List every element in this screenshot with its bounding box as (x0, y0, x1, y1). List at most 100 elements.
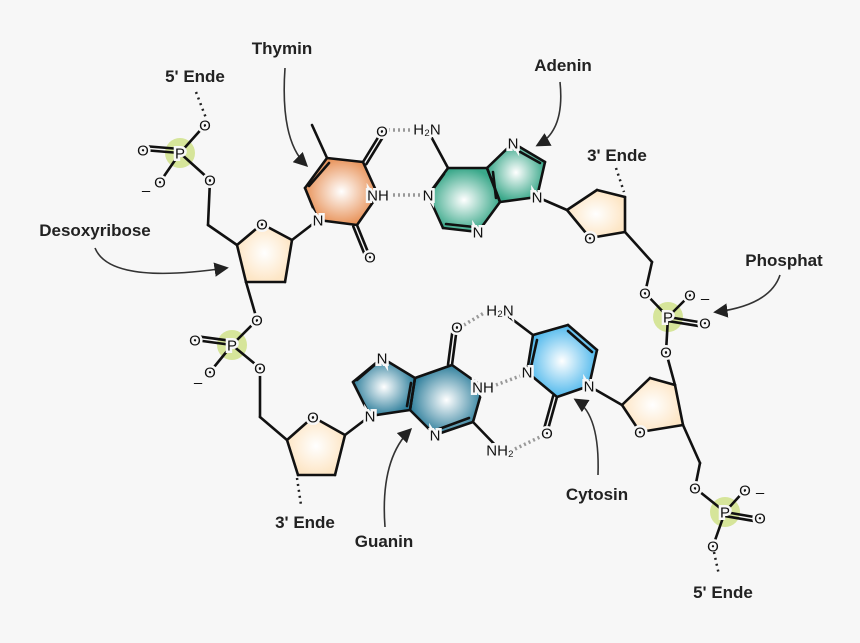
adenin-label: Adenin (534, 56, 592, 75)
atom-n-label: N (473, 225, 484, 242)
bond (525, 370, 559, 399)
atom-o-label: O (254, 361, 266, 378)
atom-n-label: N (522, 365, 533, 382)
desoxyribose-arrow (94, 247, 229, 277)
sugar-ring-3 (622, 378, 683, 432)
bond (498, 308, 535, 337)
bond (471, 420, 502, 452)
bond (178, 151, 212, 182)
atom-o-label: O (739, 483, 751, 500)
bond (311, 415, 347, 437)
atom-h2n-label: H₂N (413, 122, 441, 139)
desoxyribose-label: Desoxyribose (39, 221, 151, 240)
bond (673, 383, 685, 427)
sugar-ring-4 (287, 417, 345, 475)
bond (290, 218, 320, 242)
bond (355, 360, 380, 382)
atom-p-label: P (720, 505, 730, 522)
bond (664, 315, 670, 354)
atom-o-label: O (699, 316, 711, 333)
cytosine-ring (527, 325, 597, 397)
three-end-top-label: 3' Ende (587, 146, 647, 165)
bond (429, 172, 446, 194)
atom-nh-label: NH (472, 380, 494, 397)
bond (307, 161, 331, 188)
atom-minus-label: – (756, 485, 765, 502)
phosphat-label: Phosphat (745, 251, 823, 270)
adenine-ring-6 (428, 168, 500, 232)
thymin-label: Thymin (252, 39, 312, 58)
atom-o-label: O (204, 365, 216, 382)
bond (723, 514, 761, 524)
bond (235, 243, 248, 284)
five-end-top-label: 5' Ende (165, 67, 225, 86)
bond (343, 414, 372, 437)
bond (587, 384, 624, 407)
sugar-ring-1 (237, 224, 292, 282)
bond (693, 486, 727, 514)
bond (178, 123, 207, 155)
atom-n-label: N (532, 190, 543, 207)
atom-o-label: O (754, 511, 766, 528)
atom-o-label: O (639, 286, 651, 303)
atom-o-label: O (689, 481, 701, 498)
atom-o-label: O (376, 124, 388, 141)
bond (566, 329, 594, 354)
bond (408, 376, 417, 412)
five-end-bottom-label: 5' Ende (693, 583, 753, 602)
bond (711, 510, 727, 548)
atom-n-label: N (377, 351, 388, 368)
atom-n-label: N (584, 379, 595, 396)
bond (285, 415, 315, 442)
bond (511, 141, 547, 164)
atom-o-label: O (541, 426, 553, 443)
atom-minus-label: – (142, 183, 151, 200)
bond (441, 226, 480, 234)
thymin-arrow (283, 67, 309, 167)
bond (303, 156, 329, 190)
bond (361, 129, 384, 164)
bond (471, 385, 485, 424)
bond (666, 293, 692, 319)
atom-o-label: O (256, 217, 268, 234)
hydrogen-bond (463, 311, 485, 327)
bond (513, 147, 542, 165)
bond (260, 222, 294, 242)
bond (351, 380, 372, 418)
atom-o-label: O (364, 250, 376, 267)
bond (681, 423, 702, 465)
bond (235, 222, 264, 247)
cytosin-label: Cytosin (566, 485, 628, 504)
bond (333, 433, 347, 477)
bond (535, 160, 547, 199)
bond (208, 343, 234, 374)
bond (206, 223, 239, 247)
bond (555, 384, 591, 399)
atom-h2n-label: H₂N (486, 303, 514, 320)
bond (365, 131, 387, 166)
bond (258, 415, 289, 442)
bond (303, 186, 320, 222)
bond (325, 156, 365, 164)
bond (206, 178, 212, 227)
guanin-label: Guanin (355, 532, 414, 551)
bond (444, 222, 476, 229)
bond (620, 403, 642, 434)
atom-p-label: P (663, 310, 673, 327)
bond (446, 325, 455, 366)
guanine-ring-5 (353, 358, 415, 416)
bond (316, 218, 359, 227)
sugar-ring-2 (567, 190, 625, 238)
bond (643, 260, 654, 295)
bond (425, 127, 450, 170)
bond (623, 230, 654, 264)
bond (283, 238, 294, 284)
bond (485, 141, 515, 170)
atom-n-label: N (430, 428, 441, 445)
atom-n-label: N (423, 188, 434, 205)
bond (194, 334, 234, 343)
bond (142, 144, 182, 151)
atom-o-label: O (154, 175, 166, 192)
atom-o-label: O (204, 173, 216, 190)
